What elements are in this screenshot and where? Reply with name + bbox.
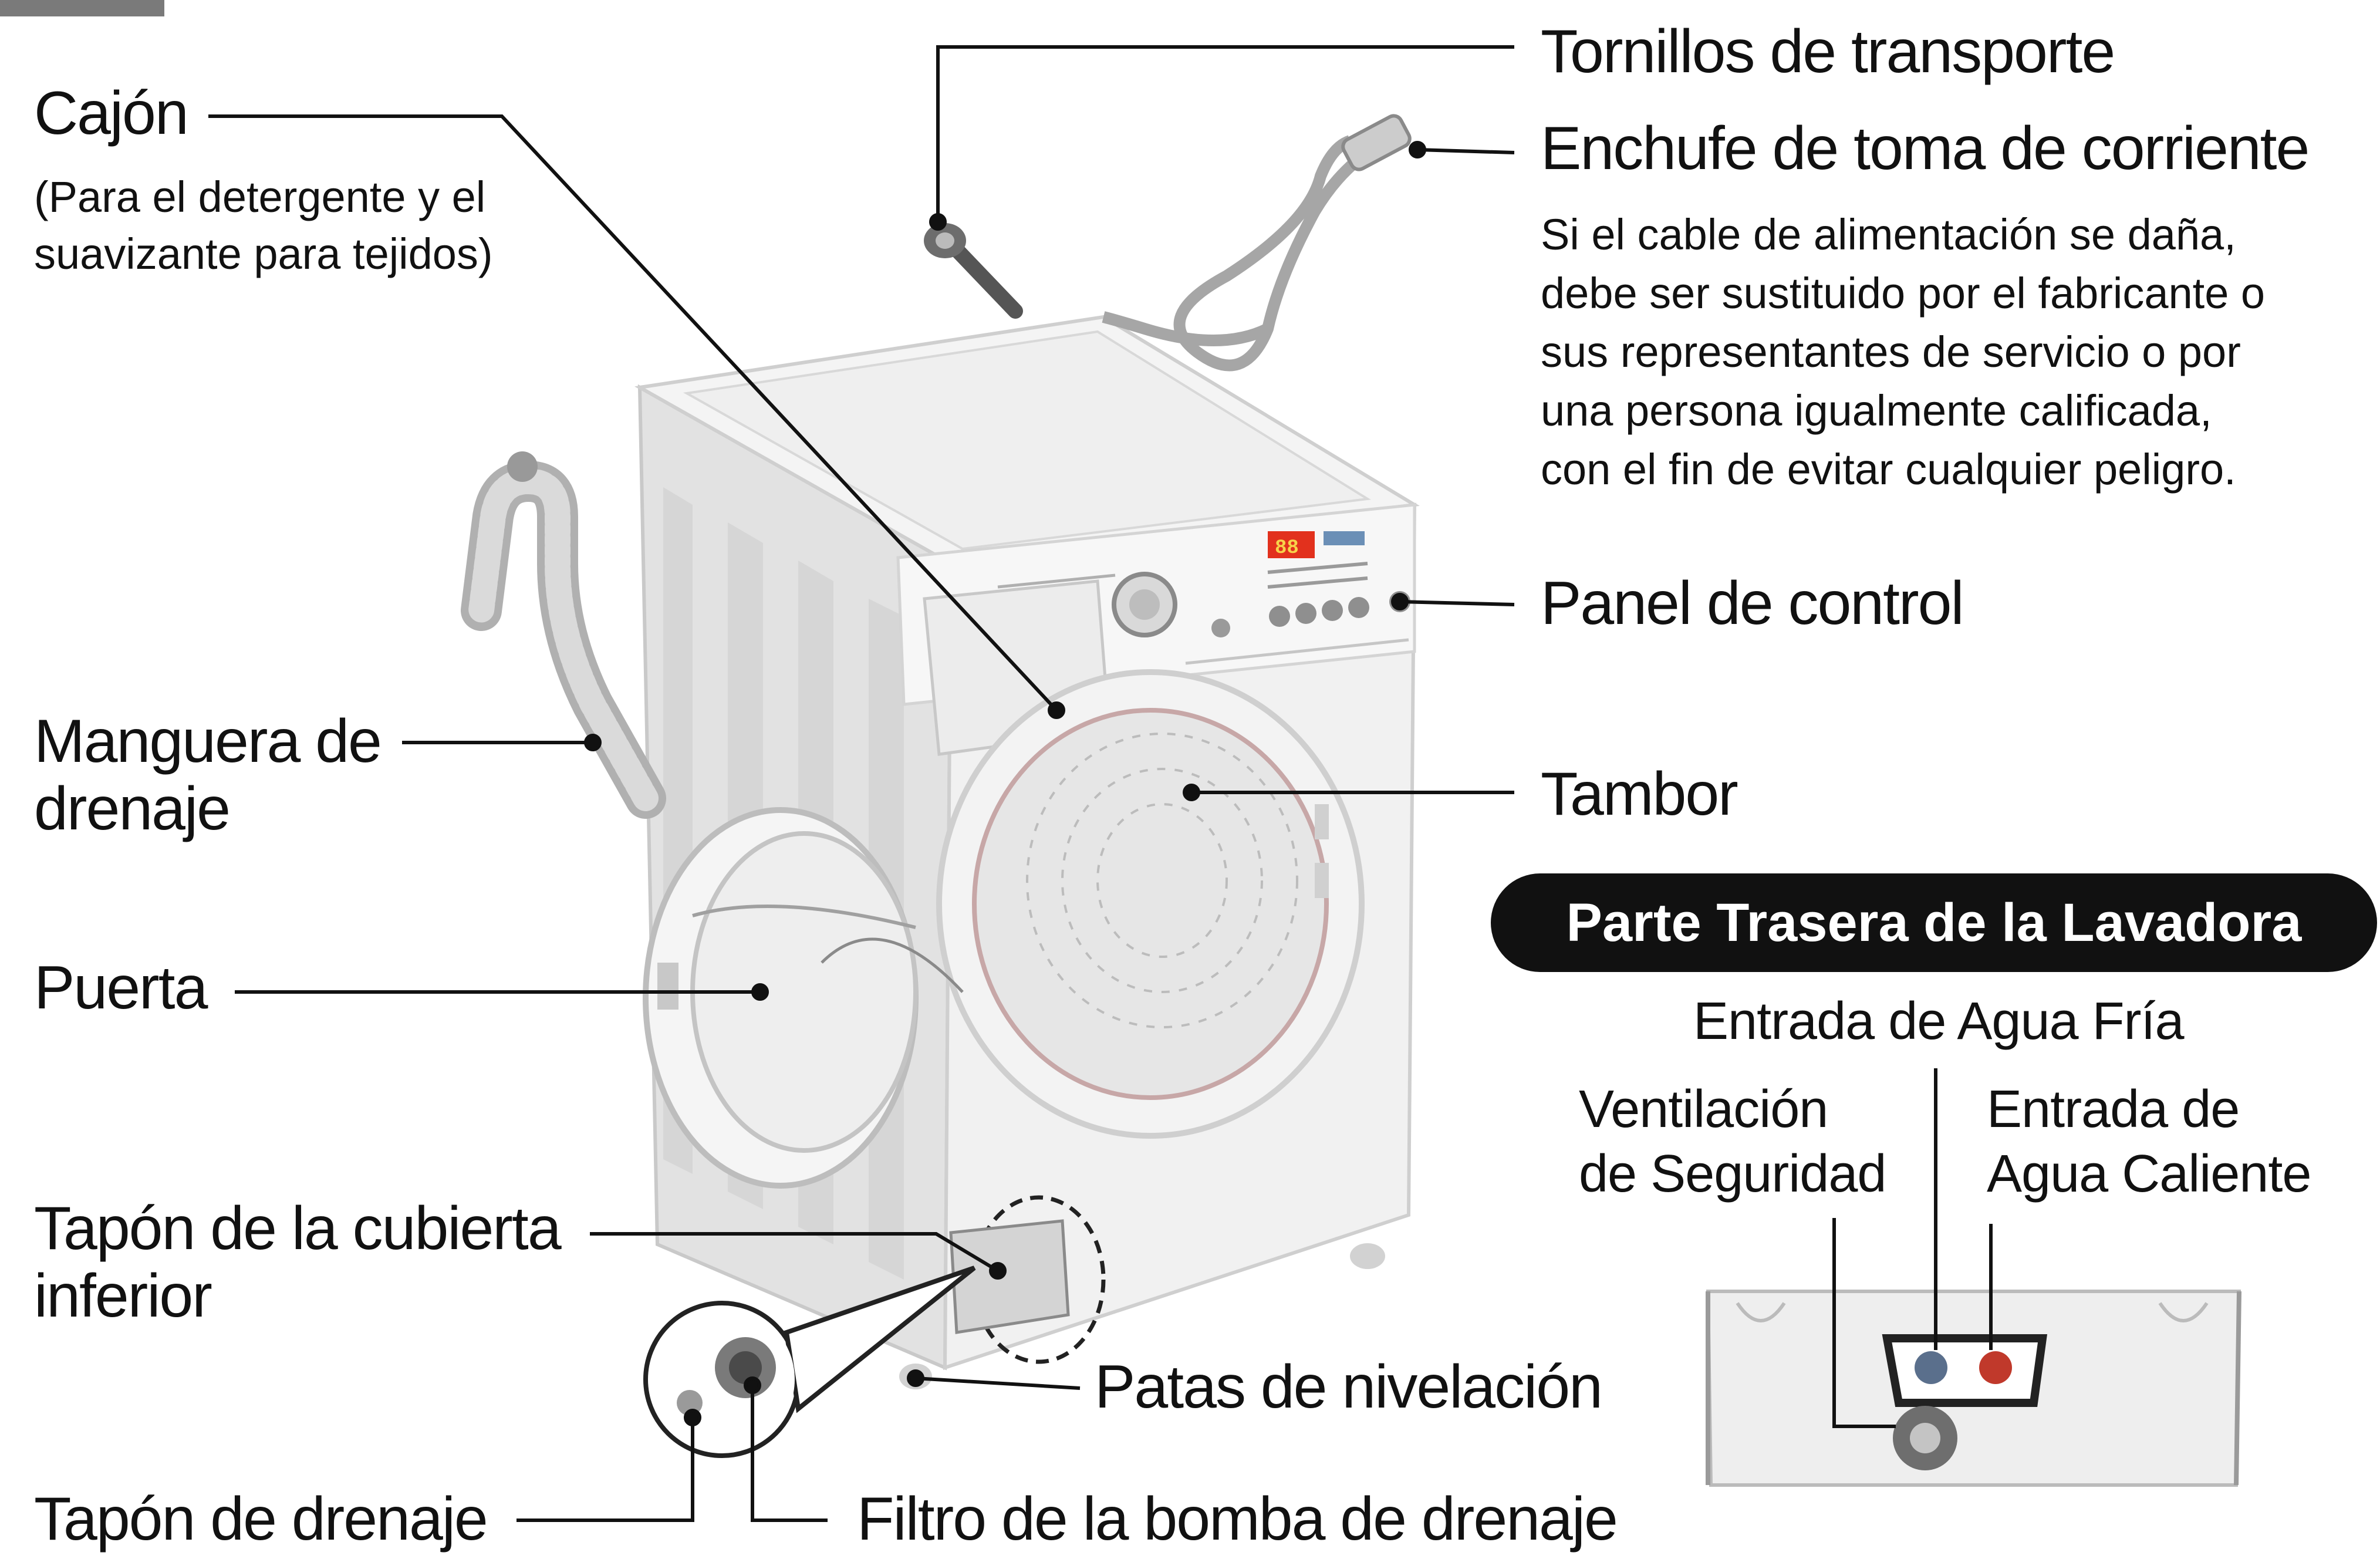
label-manguera-1: Manguera de [34, 707, 382, 775]
rear-view-banner: Parte Trasera de la Lavadora [1491, 873, 2377, 972]
label-agua-caliente-1: Entrada de [1987, 1080, 2240, 1139]
label-agua-fria: Entrada de Agua Fría [1693, 992, 2185, 1051]
lower-cover-zoom [643, 1195, 1106, 1458]
rear-view-panel [1706, 1290, 2241, 1487]
enchufe-note-line-4: una persona igualmente calificada, [1541, 386, 2212, 435]
label-tapon-cubierta-1: Tapón de la cubierta [34, 1194, 562, 1263]
label-agua-caliente-2: Agua Caliente [1987, 1145, 2311, 1203]
enchufe-note-line-3: sus representantes de servicio o por [1541, 328, 2241, 376]
leader-lines [208, 45, 1993, 1522]
label-tornillos: Tornillos de transporte [1541, 18, 2115, 86]
label-cajon: Cajón [34, 79, 189, 147]
rear-view-title: Parte Trasera de la Lavadora [1566, 893, 2302, 953]
enchufe-note-line-2: debe ser sustituido por el fabricante o [1541, 269, 2266, 318]
label-tapon-cubierta-2: inferior [34, 1262, 212, 1330]
corner-tab [0, 0, 164, 16]
label-ventilacion-2: de Seguridad [1579, 1145, 1886, 1203]
label-tapon-drenaje: Tapón de drenaje [34, 1485, 488, 1553]
label-filtro: Filtro de la bomba de drenaje [857, 1485, 1618, 1553]
enchufe-note-line-1: Si el cable de alimentación se daña, [1541, 210, 2236, 259]
label-cajon-note-1: (Para el detergente y el [34, 173, 486, 221]
label-ventilacion-1: Ventilación [1579, 1080, 1828, 1139]
label-manguera-2: drenaje [34, 775, 231, 843]
label-patas: Patas de nivelación [1095, 1353, 1603, 1421]
drain-hose [461, 451, 666, 819]
label-puerta: Puerta [34, 954, 208, 1022]
enchufe-note-line-5: con el fin de evitar cualquier peligro. [1541, 445, 2236, 494]
svg-text:88: 88 [1275, 537, 1299, 559]
drum-opening [936, 669, 1365, 1139]
label-tambor: Tambor [1541, 760, 1738, 828]
label-enchufe: Enchufe de toma de corriente [1541, 114, 2310, 183]
open-door [643, 807, 964, 1189]
transport-bolt [924, 223, 1023, 319]
label-panel-control: Panel de control [1541, 569, 1964, 637]
power-cord [1102, 114, 1412, 372]
label-cajon-note-2: suavizante para tejidos) [34, 230, 493, 278]
